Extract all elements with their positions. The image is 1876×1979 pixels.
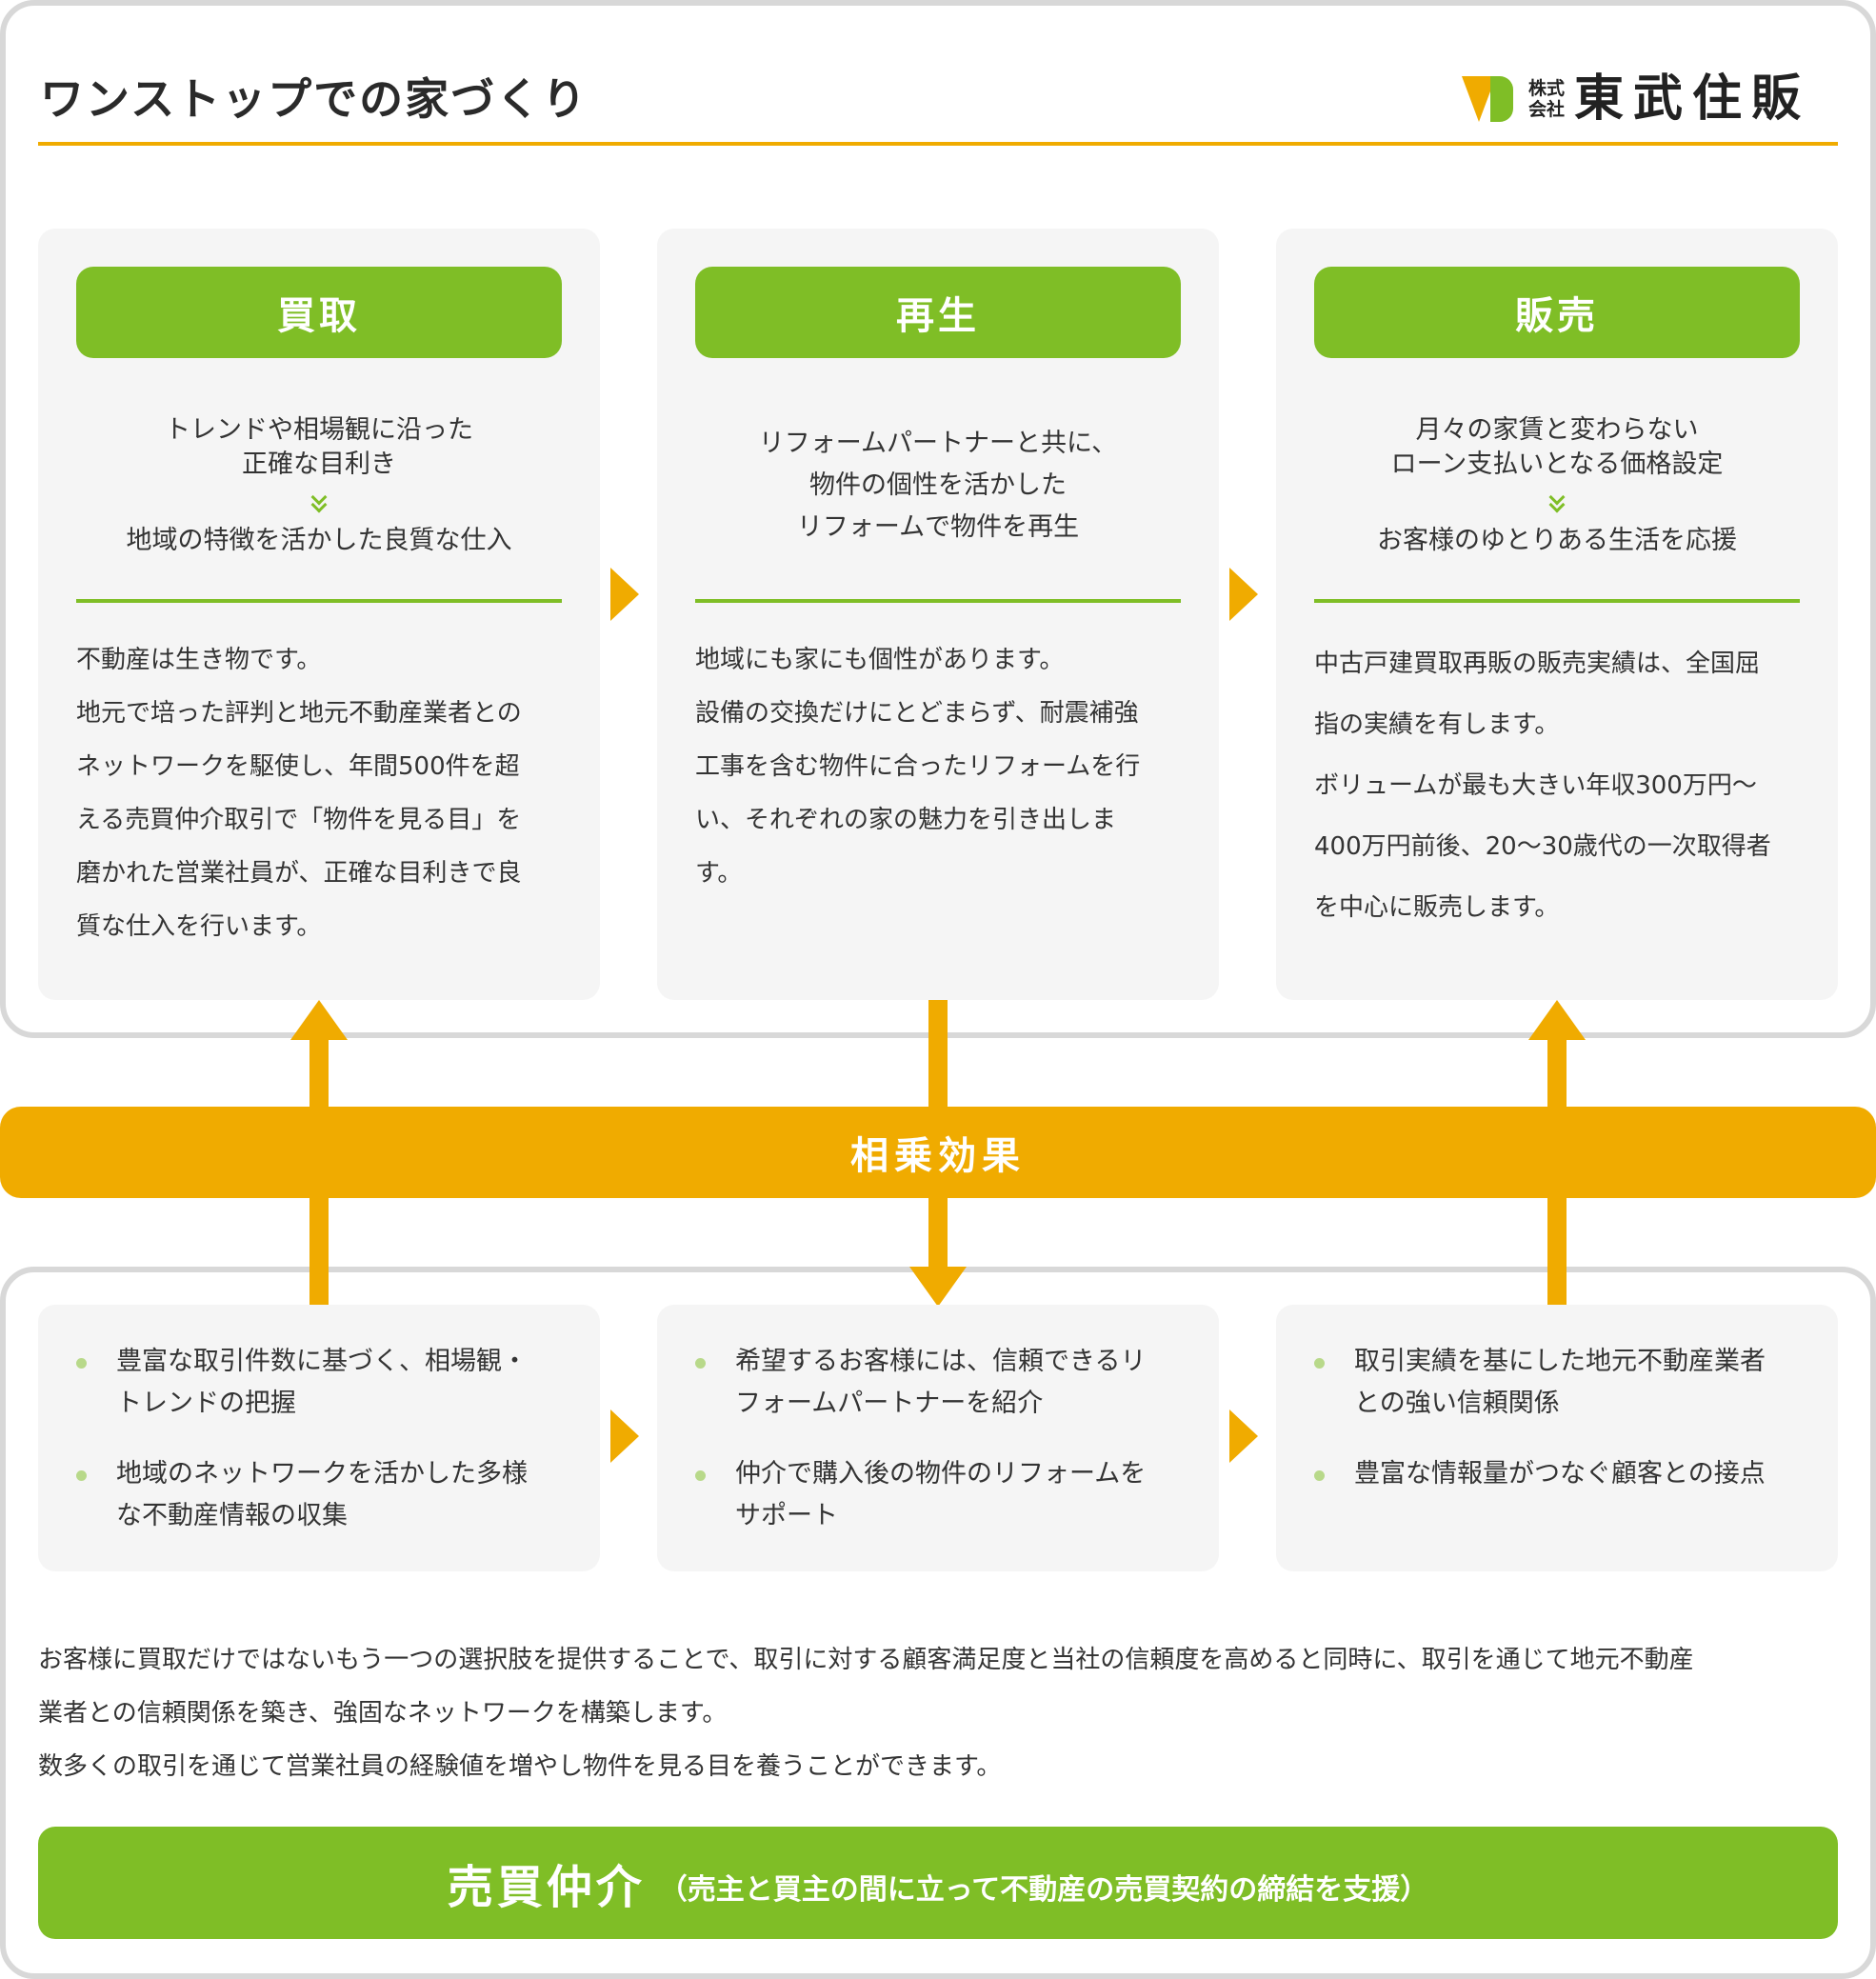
list-item: 豊富な取引件数に基づく、相場観・ トレンドの把握	[76, 1341, 571, 1425]
list-item: 地域のネットワークを活かした多様 な不動産情報の収集	[76, 1453, 571, 1537]
step-summary-result: 地域の特徴を活かした良質な仕入	[126, 526, 512, 555]
step-title: 販売	[1314, 267, 1800, 358]
logo-mark-icon	[1462, 72, 1521, 126]
arrow-right-icon	[610, 1409, 639, 1463]
arrow-right-icon	[610, 568, 639, 621]
step-card-purchase: 買取 トレンドや相場観に沿った 正確な目利き 地域の特徴を活かした良質な仕入 不…	[38, 229, 600, 1000]
step-detail: 不動産は生き物です。 地元で培った評判と地元不動産業者との ネットワークを駆使し…	[76, 646, 522, 941]
company-logo: 株式 会社 東武住販	[1462, 70, 1810, 128]
brokerage-title: 売買仲介	[447, 1861, 646, 1914]
brokerage-card: 希望するお客様には、信頼できるリ フォームパートナーを紹介 仲介で購入後の物件の…	[657, 1305, 1219, 1571]
list-item: 取引実績を基にした地元不動産業者 との強い信頼関係	[1314, 1341, 1809, 1425]
description-paragraph: お客様に買取だけではないもう一つの選択肢を提供することで、取引に対する顧客満足度…	[38, 1646, 1694, 1781]
synergy-band: 相乗効果	[0, 1107, 1876, 1198]
step-divider	[695, 599, 1181, 603]
step-card-sales: 販売 月々の家賃と変わらない ローン支払いとなる価格設定 お客様のゆとりある生活…	[1276, 229, 1838, 1000]
page-title: ワンストップでの家づくり	[40, 73, 589, 125]
arrow-right-icon	[1229, 1409, 1258, 1463]
step-title: 再生	[695, 267, 1181, 358]
brokerage-subtitle: （売主と買主の間に立って不動産の売買契約の締結を支援）	[658, 1873, 1429, 1907]
step-card-renovation: 再生 リフォームパートナーと共に、 物件の個性を活かした リフォームで物件を再生…	[657, 229, 1219, 1000]
bullet-list: 豊富な取引件数に基づく、相場観・ トレンドの把握 地域のネットワークを活かした多…	[76, 1341, 571, 1566]
bullet-list: 取引実績を基にした地元不動産業者 との強い信頼関係 豊富な情報量がつなぐ顧客との…	[1314, 1341, 1809, 1524]
brokerage-card: 取引実績を基にした地元不動産業者 との強い信頼関係 豊富な情報量がつなぐ顧客との…	[1276, 1305, 1838, 1571]
chevron-down-icon	[310, 489, 328, 513]
arrow-down-icon	[909, 1267, 967, 1307]
list-item: 豊富な情報量がつなぐ顧客との接点	[1314, 1453, 1809, 1495]
bullet-list: 希望するお客様には、信頼できるリ フォームパートナーを紹介 仲介で購入後の物件の…	[695, 1341, 1190, 1566]
arrow-up-icon	[290, 1000, 348, 1040]
title-underline	[38, 142, 1838, 146]
brokerage-card: 豊富な取引件数に基づく、相場観・ トレンドの把握 地域のネットワークを活かした多…	[38, 1305, 600, 1571]
step-summary-result: お客様のゆとりある生活を応援	[1377, 526, 1737, 555]
step-title: 買取	[76, 267, 562, 358]
logo-company-name: 東武住販	[1574, 70, 1811, 128]
list-item: 希望するお客様には、信頼できるリ フォームパートナーを紹介	[695, 1341, 1190, 1425]
brokerage-band: 売買仲介 （売主と買主の間に立って不動産の売買契約の締結を支援）	[38, 1827, 1838, 1939]
step-summary: リフォームパートナーと共に、 物件の個性を活かした リフォームで物件を再生	[758, 429, 1118, 542]
step-divider	[1314, 599, 1800, 603]
step-summary: 月々の家賃と変わらない ローン支払いとなる価格設定 お客様のゆとりある生活を応援	[1314, 390, 1800, 581]
step-divider	[76, 599, 562, 603]
logo-kaisha: 株式 会社	[1528, 78, 1566, 120]
chevron-down-icon	[1548, 489, 1566, 513]
step-detail: 地域にも家にも個性があります。 設備の交換だけにとどまらず、耐震補強 工事を含む…	[695, 646, 1141, 888]
list-item: 仲介で購入後の物件のリフォームを サポート	[695, 1453, 1190, 1537]
step-detail: 中古戸建買取再販の販売実績は、全国屈 指の実績を有します。 ボリュームが最も大き…	[1314, 650, 1771, 922]
arrow-up-icon	[1528, 1000, 1586, 1040]
step-summary: トレンドや相場観に沿った 正確な目利き 地域の特徴を活かした良質な仕入	[76, 390, 562, 581]
arrow-right-icon	[1229, 568, 1258, 621]
